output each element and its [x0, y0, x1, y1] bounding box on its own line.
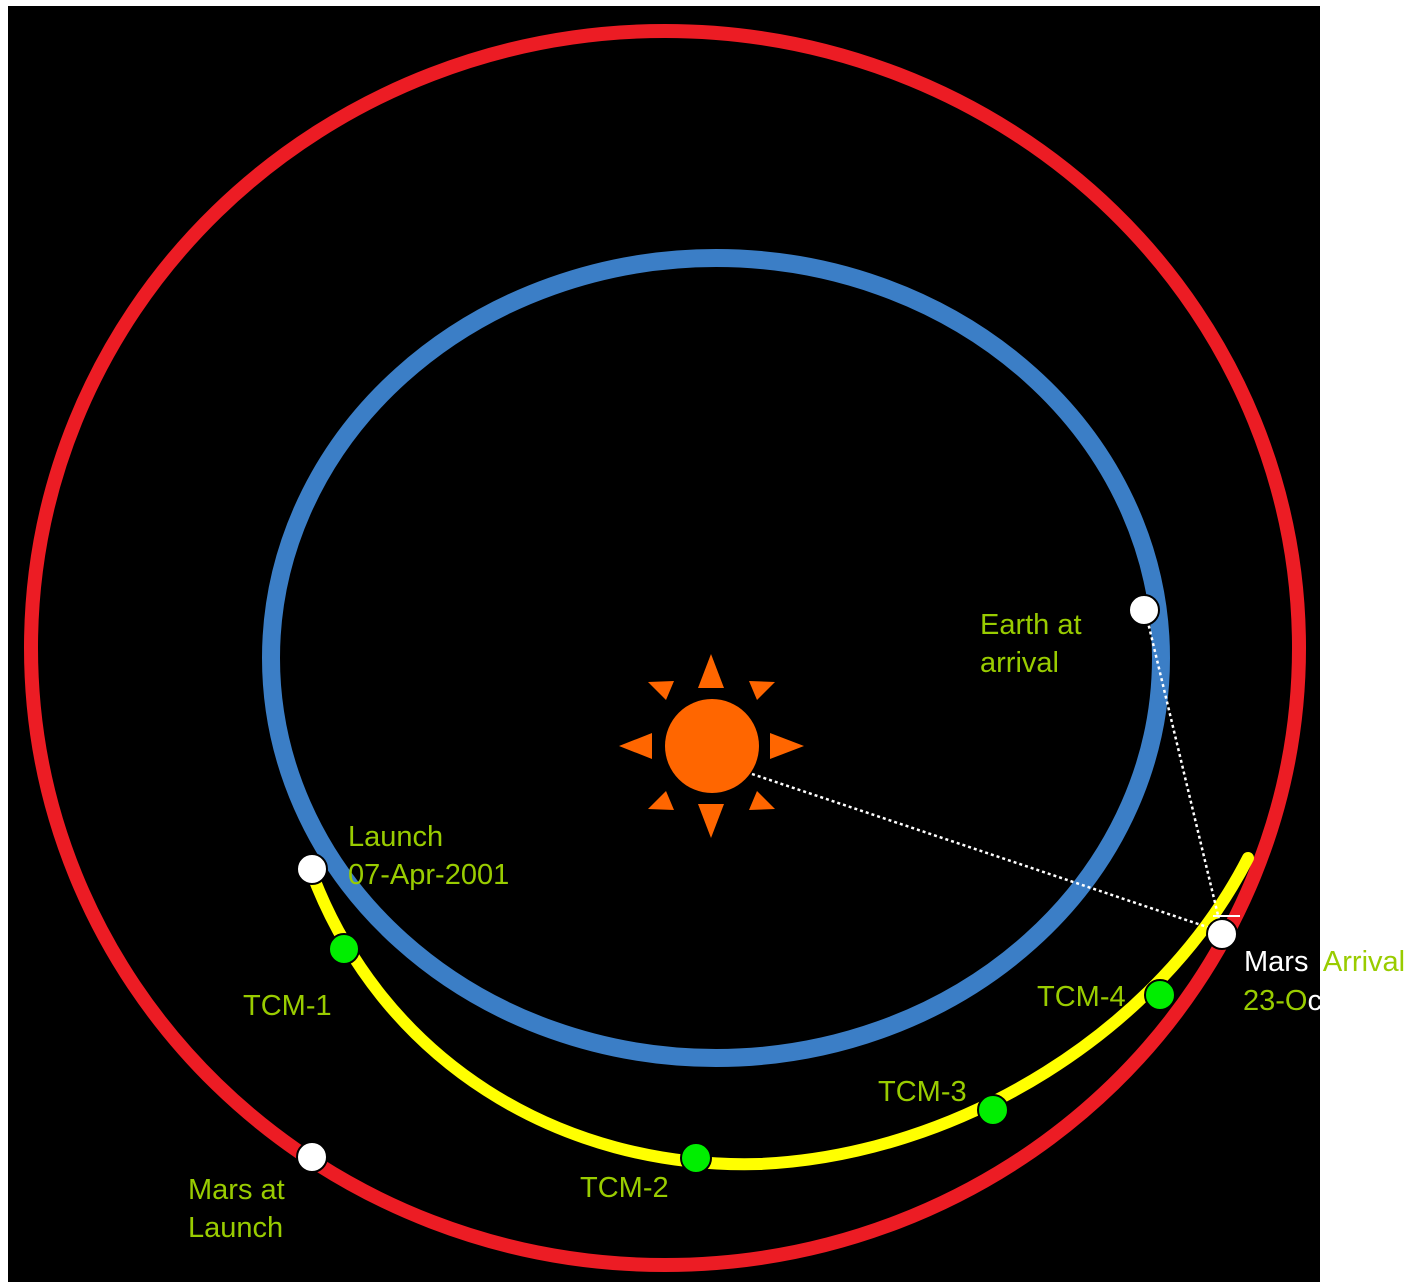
sun-ray: [648, 681, 674, 700]
sun-icon: [619, 654, 804, 838]
sun-disk: [665, 699, 759, 793]
sun-ray: [648, 791, 674, 810]
sun-ray: [619, 733, 652, 759]
sun-ray: [749, 681, 775, 700]
launch-date-label: 07-Apr-2001: [348, 859, 509, 891]
earth-at-arrival-marker: [1128, 594, 1160, 626]
transfer-trajectory: [304, 852, 1254, 1171]
mars-orbit: [24, 24, 1306, 1272]
tcm-2-point: [680, 1142, 712, 1174]
mars-arrival-date-label: 23-Oct-2001: [1243, 985, 1404, 1017]
mars-arrival-marker: [1206, 918, 1238, 950]
sun-ray: [749, 791, 775, 810]
earth-mars-line: [1144, 613, 1224, 933]
mars-arrival-date-part2: ct-2001: [1307, 985, 1404, 1017]
sun-ray: [698, 654, 724, 688]
sun-ray: [770, 733, 804, 759]
mars-arrival-word-mars: Mars: [1244, 946, 1308, 978]
tcm-3-point: [977, 1094, 1009, 1126]
tcm-4-label: TCM-4: [1037, 981, 1126, 1013]
earth-at-arrival-label: Earth at: [980, 609, 1082, 641]
launch-label: Launch: [348, 821, 443, 853]
tcm-1-point: [328, 933, 360, 965]
mars-at-launch-marker: [296, 1141, 328, 1173]
earth-at-arrival-label-line2: arrival: [980, 647, 1059, 679]
sun-ray: [698, 804, 724, 838]
tcm-4-point: [1144, 979, 1176, 1011]
mars-at-launch-label: Mars at: [188, 1174, 285, 1206]
mars-arrival-label: Mars Arrival: [1244, 946, 1405, 978]
mars-at-launch-label-line2: Launch: [188, 1212, 283, 1244]
earth-orbit: [262, 249, 1170, 1067]
mars-arrival-date-part1: 23-O: [1243, 985, 1307, 1017]
earth-at-launch-marker: [296, 853, 328, 885]
tcm-2-label: TCM-2: [580, 1172, 669, 1204]
sun-mars-line: [751, 772, 1223, 934]
tcm-1-label: TCM-1: [243, 990, 332, 1022]
space-background: [8, 6, 1320, 1282]
tcm-3-label: TCM-3: [878, 1076, 967, 1108]
mars-arrival-word-arrival: Arrival: [1323, 946, 1405, 978]
